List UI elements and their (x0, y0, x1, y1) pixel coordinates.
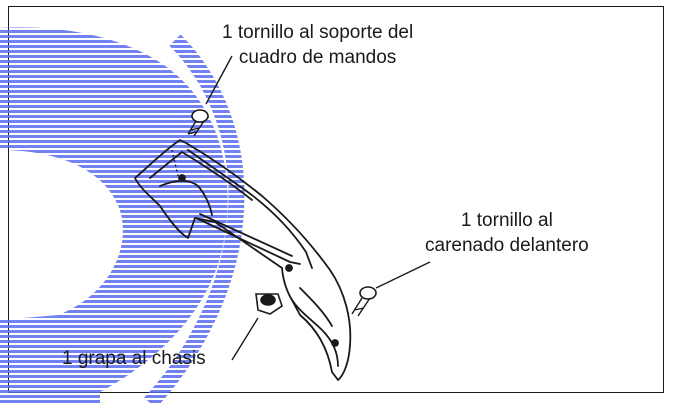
callout-top-line2: cuadro de mandos (238, 47, 397, 68)
leader-line-right (375, 261, 431, 289)
callout-right: 1 tornillo al carenado delantero (425, 208, 589, 258)
callout-right-line2: carenado delantero (425, 235, 589, 256)
screw-top (187, 109, 209, 137)
callout-right-line1: 1 tornillo al (460, 210, 553, 231)
watermark-logo (0, 27, 245, 403)
callout-bottom-line1: 1 grapa al chasis (62, 348, 206, 369)
bracket-part (134, 139, 352, 381)
callout-bottom: 1 grapa al chasis (62, 346, 206, 371)
figure-frame (8, 6, 664, 393)
screw-right (351, 286, 377, 317)
leader-lines (171, 55, 431, 361)
leader-line-top (205, 55, 233, 105)
clip-grommet (255, 293, 283, 315)
leader-line-bottom (231, 317, 259, 361)
callout-top: 1 tornillo al soporte del cuadro de mand… (222, 20, 413, 70)
callout-top-line1: 1 tornillo al soporte del (222, 22, 414, 43)
